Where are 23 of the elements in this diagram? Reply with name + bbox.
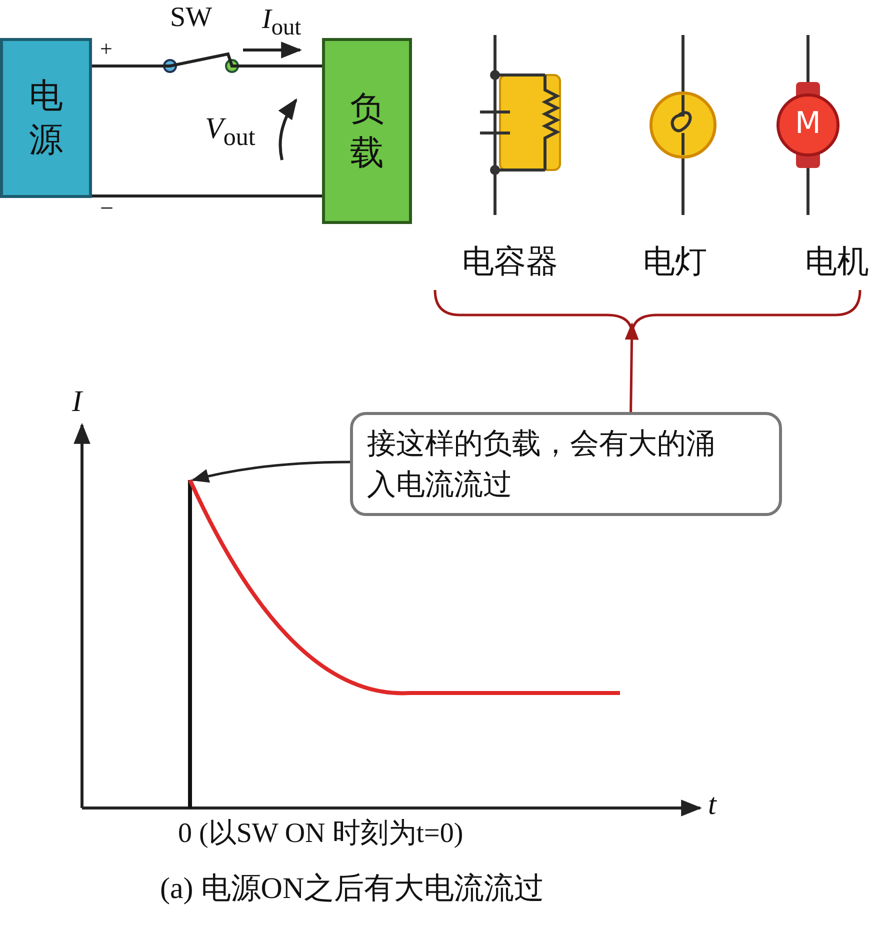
component-label: 电灯	[643, 241, 707, 282]
time-origin-label: 0 (以SW ON 时刻为t=0)	[178, 817, 464, 851]
caption: (a) 电源ON之后有大电流流过	[160, 871, 544, 907]
load-box	[322, 38, 412, 224]
axis-label: t	[708, 788, 716, 822]
box-label: 负载	[348, 88, 385, 175]
box-label: 电源	[28, 74, 64, 162]
component-label: 电容器	[462, 241, 558, 282]
arrow	[191, 460, 350, 483]
current-label: I$_{out}$	[262, 4, 302, 42]
component-label: 电机	[805, 241, 869, 282]
arrow	[624, 322, 639, 412]
motor-symbol-label: M	[795, 106, 821, 141]
switch-wire	[92, 52, 322, 68]
polarity-sign: −	[100, 196, 114, 223]
wire	[92, 194, 322, 198]
axis-label: I	[72, 385, 82, 419]
power-source-box	[0, 38, 92, 198]
switch-label: SW	[170, 2, 212, 34]
callout-text: 接这样的负载，会有大的涌入电流流过	[366, 425, 716, 503]
callout-box	[350, 412, 782, 516]
voltage-label: V$_{out}$	[205, 112, 256, 152]
polarity-sign: +	[100, 36, 112, 62]
